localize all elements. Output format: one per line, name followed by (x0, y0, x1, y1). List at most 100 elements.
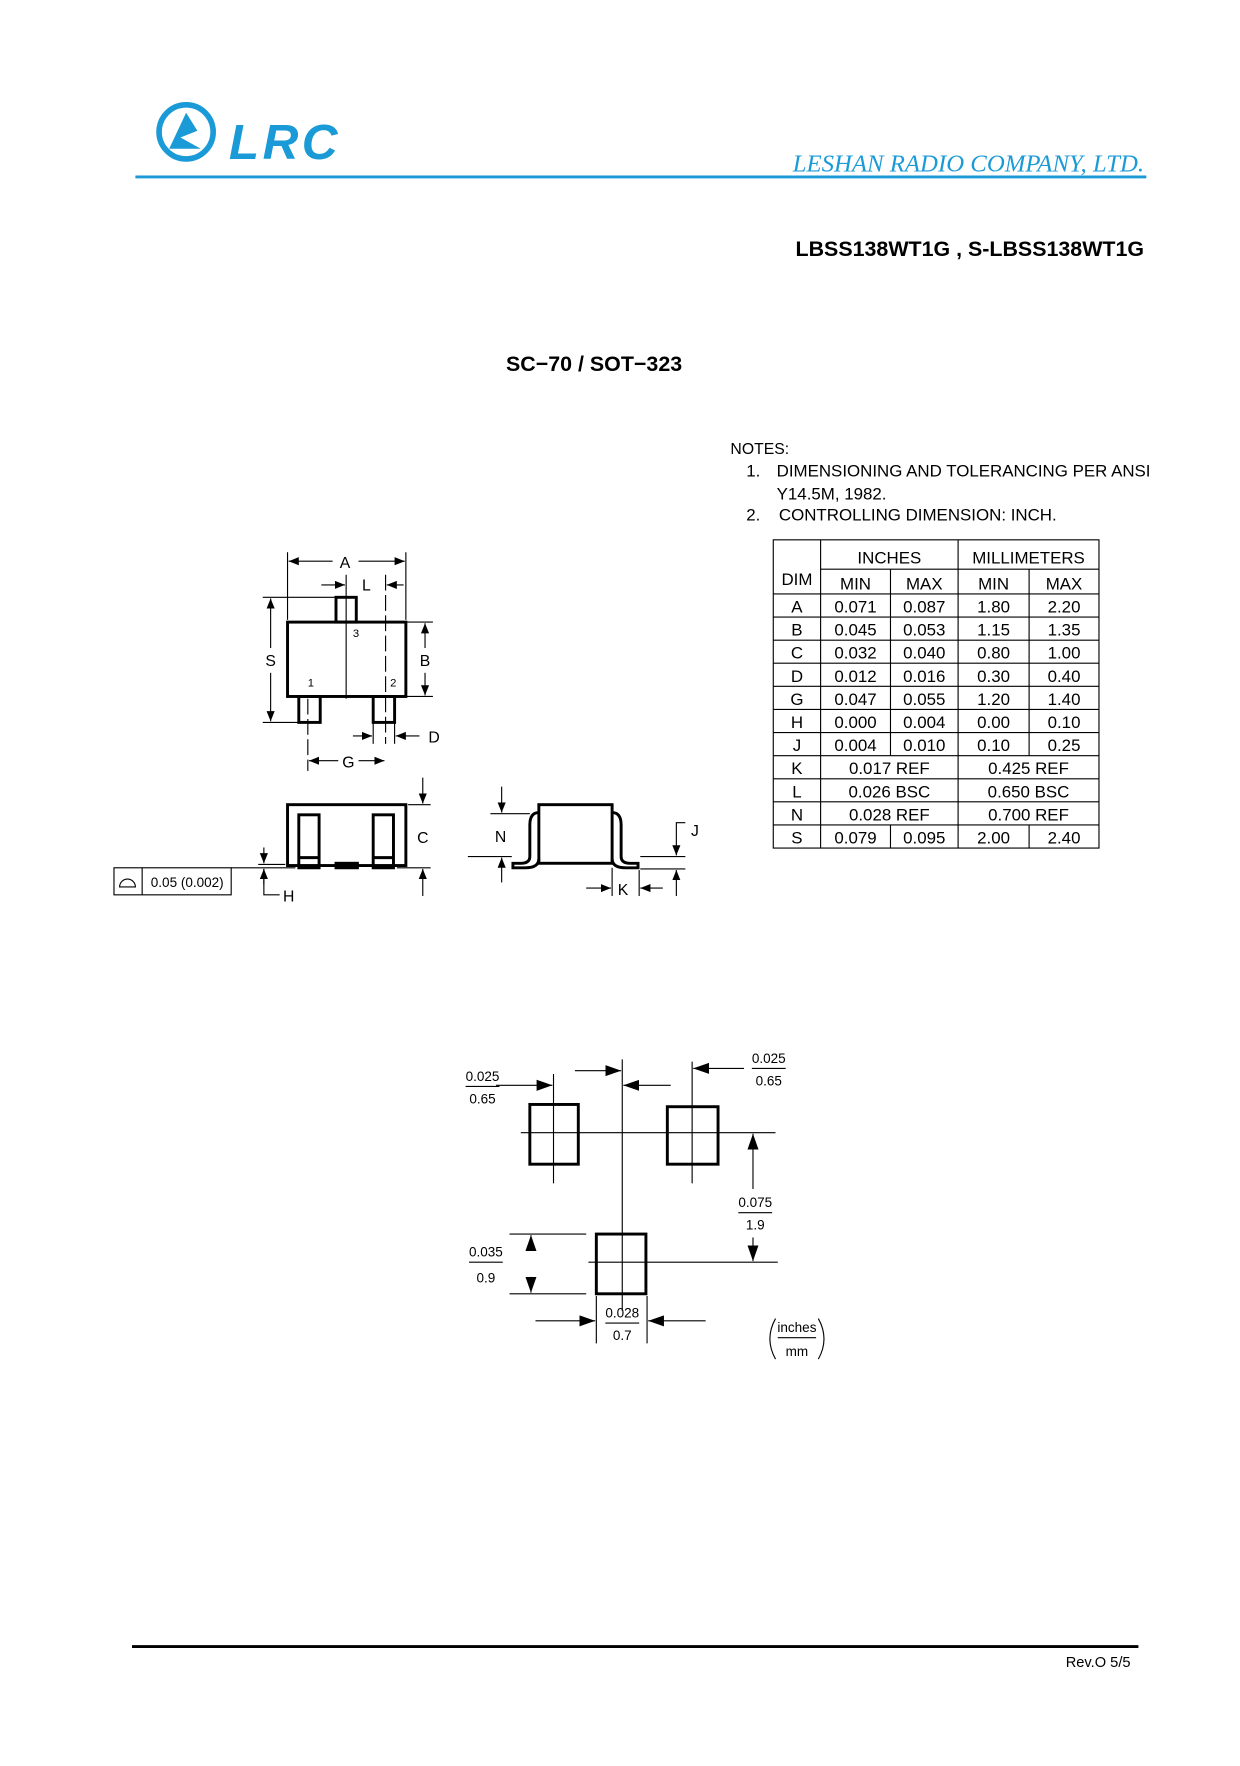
mm-min-cell: 0.30 (977, 667, 1010, 686)
table-row: C 0.032 0.040 0.80 1.00 (791, 644, 1081, 663)
inches-max-cell: 0.053 (903, 621, 945, 640)
dim-cell: C (791, 644, 803, 663)
dim-label-a: A (340, 555, 351, 572)
inches-cell: 0.028 REF (849, 805, 930, 824)
dim-cell: G (790, 690, 803, 709)
inches-max-cell: 0.087 (903, 598, 945, 617)
dim-label-h: H (283, 889, 294, 906)
pad-height-inches: 0.035 (469, 1245, 503, 1260)
part-numbers: LBSS138WT1G , S-LBSS138WT1G (796, 237, 1145, 261)
dim-label-c: C (417, 830, 428, 847)
mm-min-cell: 1.80 (977, 598, 1010, 617)
side-view-drawing: C H 0.05 (0.002) (113, 777, 431, 906)
mm-min-cell: 0.00 (977, 713, 1010, 732)
note-2-number: 2. (746, 506, 760, 525)
mm-max-cell: 0.40 (1048, 667, 1081, 686)
inches-min-cell: 0.045 (834, 621, 876, 640)
mm-max-cell: 1.40 (1048, 690, 1081, 709)
subheader-mm-max: MAX (1046, 574, 1083, 593)
mm-max-cell: 0.10 (1048, 713, 1081, 732)
dim-label-d: D (428, 730, 439, 747)
subheader-inches-max: MAX (906, 574, 943, 593)
inches-min-cell: 0.079 (834, 829, 876, 848)
row-spacing-mm: 1.9 (746, 1218, 765, 1233)
millimeters-header: MILLIMETERS (972, 548, 1085, 567)
dim-cell: S (791, 829, 802, 848)
table-row: D 0.012 0.016 0.30 0.40 (791, 667, 1081, 686)
logo-mark-icon (169, 112, 201, 149)
flatness-tolerance-frame: 0.05 (0.002) (113, 867, 232, 896)
mm-max-cell: 1.35 (1048, 621, 1081, 640)
dim-cell: D (791, 667, 803, 686)
mm-max-cell: 2.20 (1048, 598, 1081, 617)
dim-cell: N (791, 805, 803, 824)
inches-max-cell: 0.040 (903, 644, 945, 663)
pad-1 (528, 1102, 580, 1166)
pitch-left-mm: 0.65 (469, 1091, 495, 1106)
mm-cell: 0.650 BSC (988, 782, 1070, 801)
package-title: SC−70 / SOT−323 (506, 352, 682, 376)
note-1-line2: Y14.5M, 1982. (777, 484, 887, 503)
inches-min-cell: 0.047 (834, 690, 876, 709)
mm-cell: 0.425 REF (988, 759, 1069, 778)
mm-max-cell: 0.25 (1048, 736, 1081, 755)
subheader-inches-min: MIN (840, 574, 871, 593)
pitch-right-mm: 0.65 (756, 1073, 782, 1088)
dim-cell: H (791, 713, 803, 732)
inches-max-cell: 0.004 (903, 713, 945, 732)
inches-min-cell: 0.000 (834, 713, 876, 732)
flatness-tolerance-value: 0.05 (0.002) (151, 875, 224, 890)
table-row: N 0.028 REF 0.700 REF (791, 805, 1069, 824)
note-1-number: 1. (746, 462, 760, 481)
mm-max-cell: 1.00 (1048, 644, 1081, 663)
inches-max-cell: 0.016 (903, 667, 945, 686)
note-2-line1: CONTROLLING DIMENSION: INCH. (779, 506, 1057, 525)
inches-min-cell: 0.012 (834, 667, 876, 686)
logo-text: LRC (229, 114, 341, 170)
units-legend: inches mm (769, 1318, 825, 1360)
solder-footprint-drawing: 0.025 0.65 0.025 0.65 0.075 1.9 0.035 0.… (466, 1051, 825, 1360)
mm-min-cell: 1.15 (977, 621, 1010, 640)
mm-min-cell: 0.80 (977, 644, 1010, 663)
inches-cell: 0.026 BSC (849, 782, 931, 801)
top-view-drawing: 3 1 2 A L S B D G (262, 552, 440, 771)
dim-cell: A (791, 598, 803, 617)
pin-1-number: 1 (308, 677, 314, 689)
dim-cell: K (791, 759, 803, 778)
notes-heading: NOTES: (730, 441, 789, 458)
mm-cell: 0.700 REF (988, 805, 1069, 824)
table-row: H 0.000 0.004 0.00 0.10 (791, 713, 1081, 732)
mm-min-cell: 2.00 (977, 829, 1010, 848)
dim-label-g: G (342, 754, 354, 771)
row-spacing-inches: 0.075 (738, 1195, 772, 1210)
pin-3-number: 3 (353, 628, 359, 640)
pitch-right-inches: 0.025 (752, 1051, 786, 1066)
dim-label-b: B (420, 653, 431, 670)
dim-label-s: S (265, 653, 276, 670)
inches-min-cell: 0.004 (834, 736, 876, 755)
units-inches: inches (777, 1320, 816, 1335)
company-name: LESHAN RADIO COMPANY, LTD. (792, 150, 1144, 177)
pad-width-mm: 0.7 (613, 1328, 632, 1343)
inches-header: INCHES (857, 548, 921, 567)
inches-min-cell: 0.032 (834, 644, 876, 663)
pin-2-number: 2 (390, 677, 396, 689)
inches-max-cell: 0.095 (903, 829, 945, 848)
dim-label-k: K (618, 882, 629, 899)
table-border (772, 539, 1100, 849)
pin-2-lead (371, 695, 397, 724)
subheader-mm-min: MIN (978, 574, 1009, 593)
inches-max-cell: 0.055 (903, 690, 945, 709)
units-mm: mm (786, 1344, 809, 1359)
flatness-symbol-icon (119, 878, 136, 888)
pin-1-lead (297, 695, 322, 724)
revision-page: Rev.O 5/5 (1066, 1655, 1131, 1671)
pad-height-mm: 0.9 (476, 1271, 495, 1286)
